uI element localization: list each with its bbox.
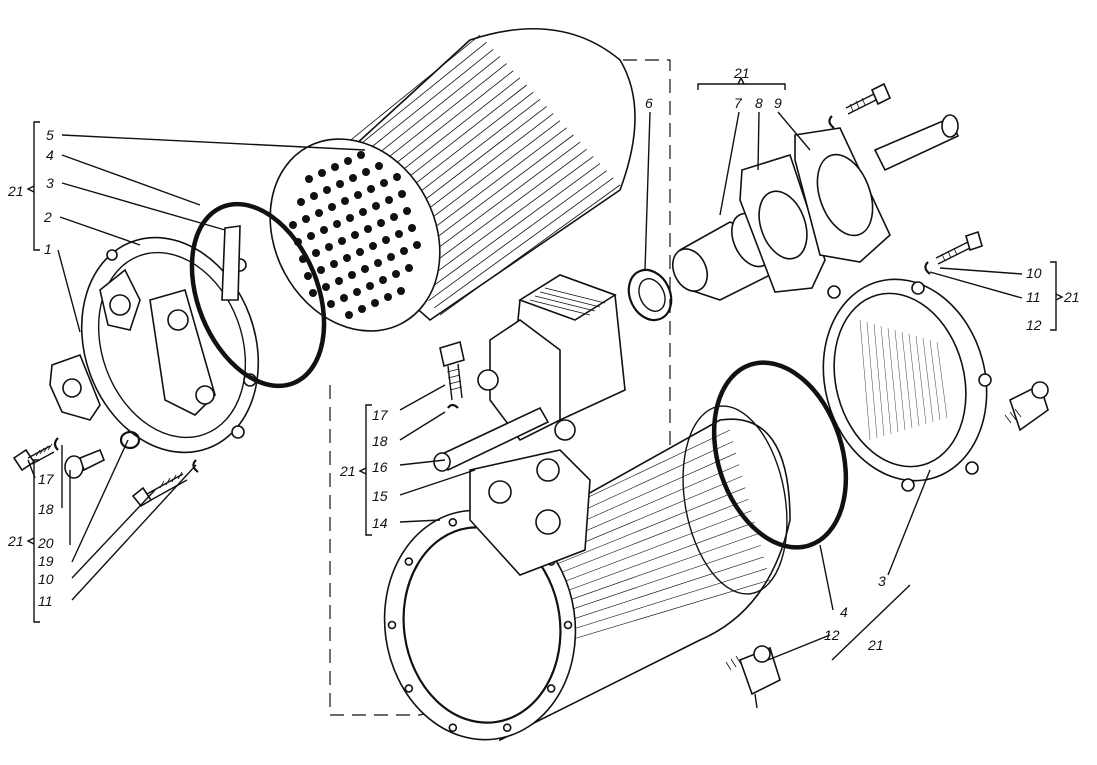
pipe-16 bbox=[433, 406, 550, 472]
callout-labels: 5 4 3 21 2 1 17 18 21 20 19 10 11 17 18 … bbox=[7, 65, 1080, 653]
label-11-left: 11 bbox=[38, 593, 53, 609]
brackets bbox=[26, 76, 1064, 661]
label-21-top: 21 bbox=[733, 65, 750, 81]
bolt-17-left bbox=[12, 443, 55, 472]
label-15: 15 bbox=[372, 488, 388, 504]
label-19: 19 bbox=[38, 553, 54, 569]
flange-gasket-left bbox=[49, 353, 101, 421]
lock-washer-11-left bbox=[192, 459, 199, 473]
label-18-left: 18 bbox=[38, 501, 54, 517]
thermostat-housing-block bbox=[477, 274, 626, 442]
label-12-right: 12 bbox=[1026, 317, 1042, 333]
bolt-10-right bbox=[935, 230, 983, 265]
label-10-left: 10 bbox=[38, 571, 54, 587]
label-9: 9 bbox=[774, 95, 782, 111]
label-4-right: 4 bbox=[840, 604, 848, 620]
label-2: 2 bbox=[43, 209, 52, 225]
leader-lines bbox=[27, 111, 1023, 661]
gasket-8 bbox=[739, 154, 826, 293]
label-21-left: 21 bbox=[7, 533, 24, 549]
label-16: 16 bbox=[372, 459, 388, 475]
label-7: 7 bbox=[734, 95, 743, 111]
label-21-bottom: 21 bbox=[867, 637, 884, 653]
label-6: 6 bbox=[645, 95, 653, 111]
sealing-ring-19 bbox=[119, 430, 141, 450]
label-14: 14 bbox=[372, 515, 388, 531]
drain-valve-12 bbox=[725, 645, 781, 709]
left-end-cover bbox=[80, 236, 260, 454]
lock-washer-11-right bbox=[924, 261, 931, 275]
right-end-cover bbox=[822, 278, 992, 492]
label-12-bottom: 12 bbox=[824, 627, 840, 643]
label-11-right: 11 bbox=[1026, 289, 1041, 305]
label-17-left: 17 bbox=[38, 471, 55, 487]
plug-20 bbox=[64, 448, 106, 479]
lock-washer-top bbox=[828, 115, 835, 129]
label-3: 3 bbox=[46, 175, 54, 191]
outlet-flange-15 bbox=[469, 449, 591, 576]
label-18-center: 18 bbox=[372, 433, 388, 449]
washer-18-left bbox=[53, 437, 59, 451]
bolt-10-left bbox=[131, 471, 188, 508]
washer-18-center bbox=[447, 403, 459, 409]
o-ring-left bbox=[189, 201, 327, 389]
label-5: 5 bbox=[46, 127, 54, 143]
main-shell-housing bbox=[383, 405, 791, 742]
drain-valve-right bbox=[1004, 381, 1049, 432]
label-21-right: 21 bbox=[1063, 289, 1080, 305]
label-17-center: 17 bbox=[372, 407, 389, 423]
o-ring-right bbox=[711, 360, 849, 550]
bolt-10-top bbox=[845, 82, 892, 115]
label-21-center: 21 bbox=[339, 463, 356, 479]
label-10-right: 10 bbox=[1026, 265, 1042, 281]
flange-pipe-9 bbox=[794, 114, 960, 263]
label-3-right: 3 bbox=[878, 573, 886, 589]
bolt-17-center bbox=[439, 340, 465, 401]
label-21-top-left: 21 bbox=[7, 183, 24, 199]
label-20: 20 bbox=[37, 535, 54, 551]
gasket-6 bbox=[627, 268, 673, 322]
separator-strip bbox=[221, 225, 241, 301]
label-1: 1 bbox=[44, 241, 52, 257]
label-8: 8 bbox=[755, 95, 763, 111]
tube-bundle-core bbox=[269, 27, 636, 332]
label-4: 4 bbox=[46, 147, 54, 163]
